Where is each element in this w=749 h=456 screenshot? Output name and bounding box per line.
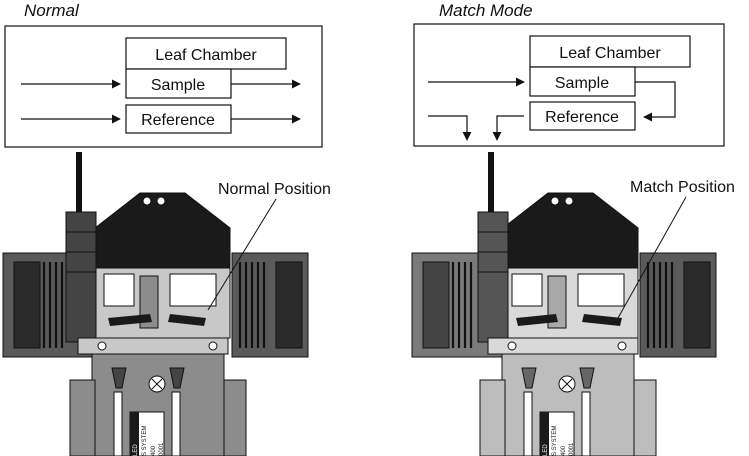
match-down-arrow-right bbox=[492, 115, 524, 141]
match-sample-box bbox=[529, 66, 636, 97]
normal-panel: Normal Leaf Chamber Sample Reference bbox=[2, 1, 331, 456]
match-panel: Match Mode Leaf Chamber Sample Reference bbox=[411, 1, 735, 456]
match-position-callout: Match Position bbox=[630, 179, 735, 196]
match-label-led: LED bbox=[543, 444, 549, 456]
normal-reference-label: Reference bbox=[141, 112, 215, 129]
match-label-system: S SYSTEM bbox=[552, 426, 558, 456]
normal-label-part-b: 0001 bbox=[159, 442, 165, 456]
normal-callout-leader bbox=[207, 198, 277, 311]
normal-label-system: S SYSTEM bbox=[142, 426, 148, 456]
match-leaf-chamber-box bbox=[529, 35, 691, 68]
match-title: Match Mode bbox=[439, 1, 533, 20]
normal-leaf-chamber-box bbox=[125, 37, 287, 70]
normal-instrument-drawing: LED S SYSTEM 400 0001 bbox=[2, 152, 309, 456]
normal-title: Normal bbox=[24, 1, 80, 20]
match-label-part-b: 0001 bbox=[569, 442, 575, 456]
match-down-arrow-left bbox=[428, 115, 472, 141]
match-reference-label: Reference bbox=[545, 109, 619, 126]
match-reference-box bbox=[529, 101, 636, 131]
match-sample-to-reference-arrow bbox=[635, 81, 676, 122]
normal-sample-label: Sample bbox=[151, 77, 205, 94]
match-callout-leader bbox=[617, 196, 687, 319]
match-leaf-chamber-label: Leaf Chamber bbox=[559, 45, 661, 62]
normal-label-part-a: 400 bbox=[151, 445, 157, 456]
normal-leaf-chamber-label: Leaf Chamber bbox=[155, 47, 257, 64]
normal-label-led: LED bbox=[133, 444, 139, 456]
match-label-part-a: 400 bbox=[561, 445, 567, 456]
match-flow-box: Leaf Chamber Sample Reference bbox=[413, 23, 725, 147]
match-sample-label: Sample bbox=[555, 75, 609, 92]
normal-sample-box bbox=[125, 68, 232, 99]
normal-position-callout: Normal Position bbox=[218, 181, 331, 198]
normal-flow-box: Leaf Chamber Sample Reference bbox=[4, 25, 323, 148]
match-instrument-drawing: LED S SYSTEM 400 0001 bbox=[411, 152, 717, 456]
